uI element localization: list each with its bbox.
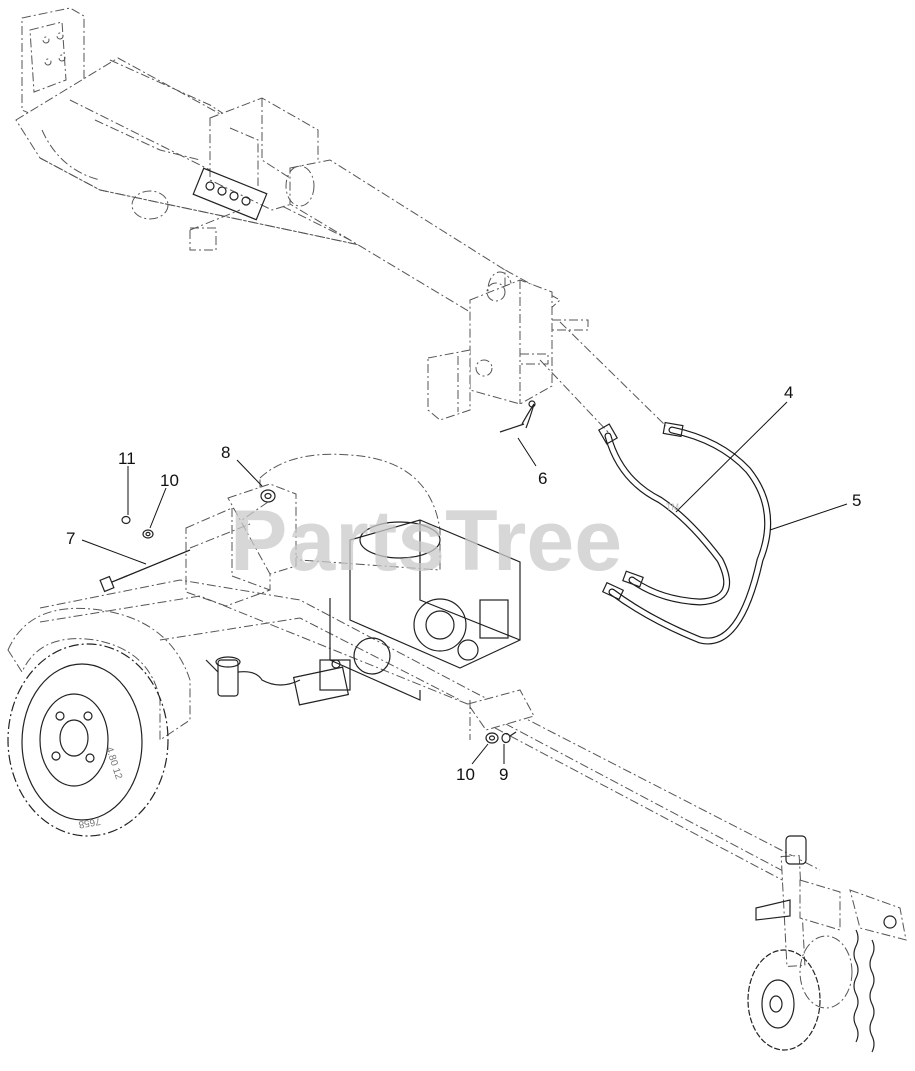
callout-8: 8 <box>221 443 230 462</box>
callout-4: 4 <box>784 383 793 402</box>
part-5-hose <box>601 421 772 645</box>
tire-code-label: 7658 <box>77 815 101 830</box>
watermark: PartsTree TM <box>230 493 679 589</box>
tire-size-label: 4.80 12 <box>103 746 124 782</box>
part-7-bolt <box>99 523 251 593</box>
chassis-engine-assembly <box>7 453 907 1053</box>
callout-7: 7 <box>66 529 75 548</box>
jack-wheel <box>747 935 853 1051</box>
part-10-washer-lower <box>485 732 499 744</box>
callout-labels: 4 5 6 7 8 9 10 10 11 <box>66 383 861 784</box>
trademark-symbol: TM <box>666 502 679 512</box>
partstree-watermark: PartsTree <box>230 493 622 589</box>
callout-10-upper: 10 <box>160 471 179 490</box>
part-10-washer-upper <box>142 529 154 539</box>
part-4-hose <box>597 423 731 606</box>
part-8-spacer <box>241 489 276 521</box>
callout-5: 5 <box>852 491 861 510</box>
callout-9: 9 <box>499 765 508 784</box>
part-11-nut <box>121 515 131 525</box>
left-tire: 4.80 12 7658 <box>7 643 169 837</box>
part-6-clevis-pin <box>499 400 536 433</box>
splitter-beam-assembly <box>15 7 667 433</box>
leader-lines <box>81 401 848 765</box>
callout-11: 11 <box>118 449 136 468</box>
callout-6: 6 <box>538 469 547 488</box>
part-9-bolt <box>501 731 517 744</box>
callout-10-lower: 10 <box>456 765 475 784</box>
